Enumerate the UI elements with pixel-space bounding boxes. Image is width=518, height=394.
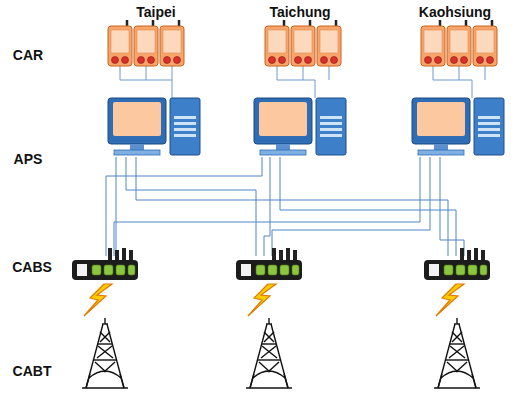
cabs-routers [72, 248, 490, 280]
car-links [120, 66, 485, 98]
layer-label: CABT [13, 364, 52, 379]
car-devices [108, 20, 497, 66]
column-heading: Kaohsiung [419, 5, 491, 20]
cabt-towers [82, 318, 480, 388]
aps-cabs-mesh [98, 157, 464, 264]
aps-computers [108, 98, 504, 155]
column-heading: Taichung [269, 5, 330, 20]
layer-label: CABS [12, 260, 52, 275]
layer-label: CAR [13, 48, 43, 63]
column-heading: Taipei [136, 5, 175, 20]
layer-label: APS [14, 152, 43, 167]
wireless-bolts [84, 284, 464, 316]
